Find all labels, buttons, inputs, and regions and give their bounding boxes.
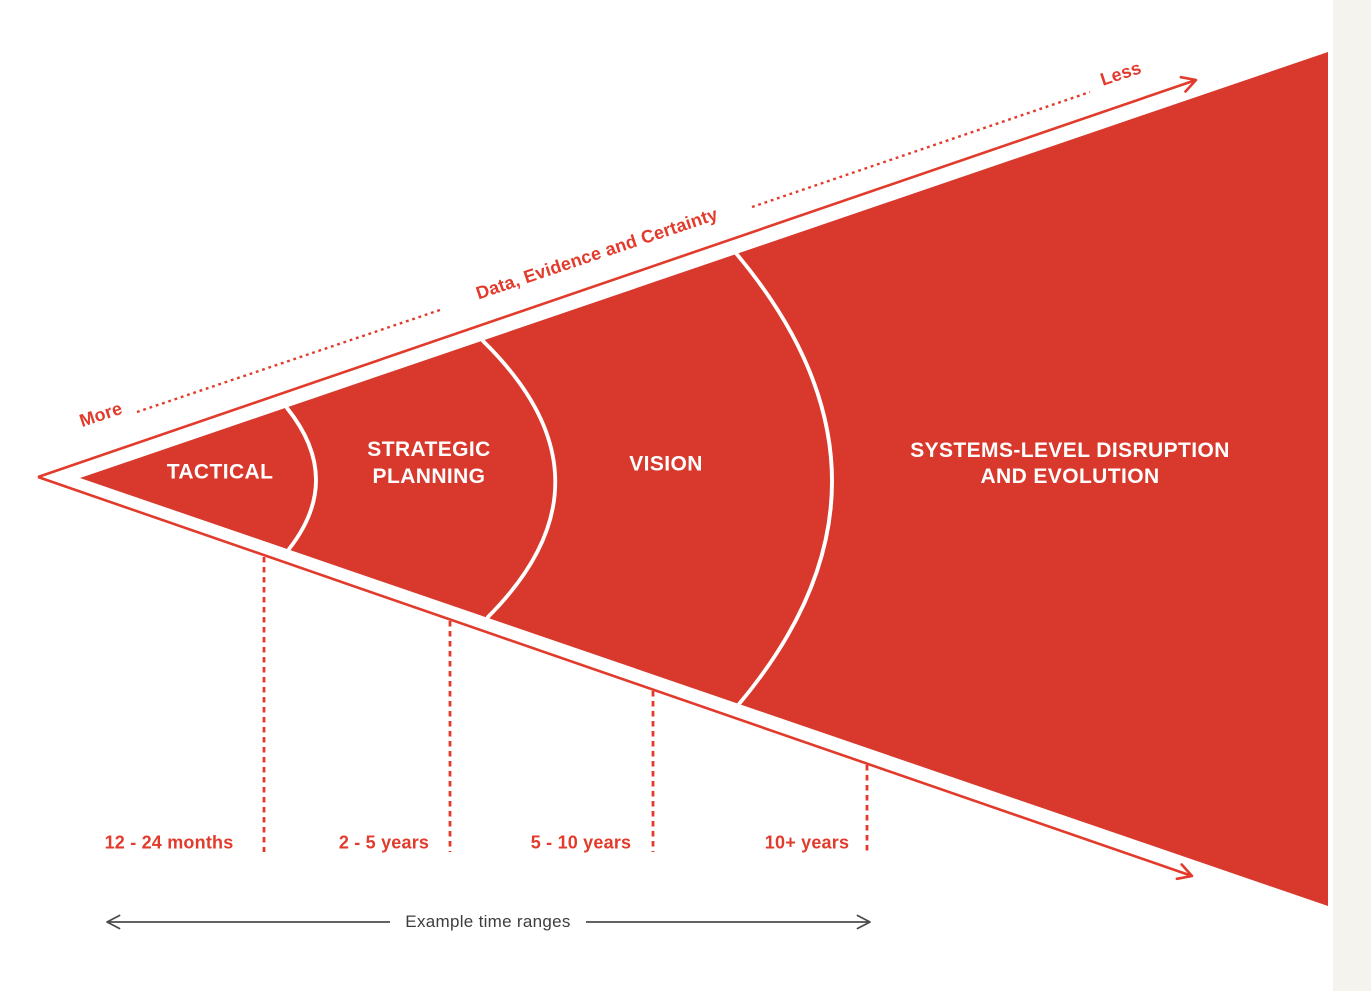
- bottom-axis-line: [37, 475, 1193, 878]
- time-range-label-3: 5 - 10 years: [530, 832, 632, 853]
- time-range-label-1: 12 - 24 months: [104, 832, 234, 853]
- range-arrow-right-arrowhead-icon: [856, 914, 871, 930]
- segment-label-line: STRATEGIC: [367, 438, 491, 461]
- top-axis-line: [37, 78, 1197, 479]
- time-range-label-4: 10+ years: [764, 832, 850, 853]
- timeline-caption: Example time ranges: [405, 912, 571, 931]
- segment-label-line: SYSTEMS-LEVEL DISRUPTION: [910, 439, 1230, 462]
- page-edge-strip: [1333, 0, 1371, 991]
- bottom-axis-arrowhead-icon: [1175, 863, 1194, 881]
- segment-divider-arc-3: [733, 250, 834, 706]
- segment-divider-arc-1: [285, 406, 318, 551]
- range-arrow-left-arrowhead-icon: [106, 914, 121, 930]
- segment-label-line: PLANNING: [372, 465, 486, 488]
- segment-label-line: TACTICAL: [166, 460, 274, 484]
- segment-label-vision: VISION: [629, 451, 703, 478]
- top-axis-arrowhead-icon: [1179, 75, 1198, 93]
- top-axis-dotted-line-left: [136, 307, 444, 414]
- segment-label-systems-level-disruption: SYSTEMS-LEVEL DISRUPTION AND EVOLUTION: [910, 438, 1230, 490]
- cone-fill-shape: [80, 52, 1328, 906]
- segment-label-line: AND EVOLUTION: [980, 465, 1160, 488]
- time-range-label-2: 2 - 5 years: [338, 832, 430, 853]
- segment-label-strategic-planning: STRATEGIC PLANNING: [367, 436, 490, 490]
- segment-divider-arc-2: [481, 339, 558, 619]
- segment-label-tactical: TACTICAL: [167, 459, 274, 486]
- segment-label-line: VISION: [629, 452, 703, 476]
- top-axis-dotted-line-right: [751, 90, 1091, 209]
